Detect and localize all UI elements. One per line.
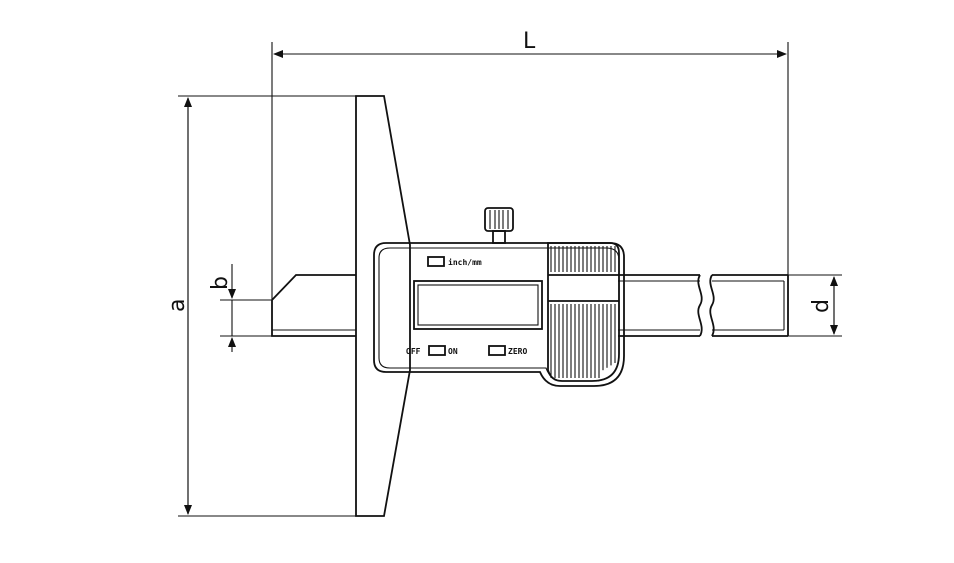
rule-thickness-label: d bbox=[809, 299, 834, 313]
zero-label: ZERO bbox=[508, 347, 527, 356]
dimension-height: a bbox=[165, 95, 356, 517]
knurled-grip bbox=[547, 242, 620, 382]
length-label: L bbox=[523, 29, 536, 54]
dimension-length: L bbox=[271, 29, 789, 300]
dimension-rule-thickness: d bbox=[788, 274, 842, 337]
base-body bbox=[355, 95, 411, 517]
off-label: OFF bbox=[406, 347, 421, 356]
on-label: ON bbox=[448, 347, 458, 356]
unit-button[interactable]: inch/mm bbox=[427, 256, 482, 267]
beam bbox=[271, 274, 789, 337]
dimension-base-thickness: b bbox=[208, 264, 272, 352]
base-thickness-label: b bbox=[208, 276, 233, 290]
break-symbol bbox=[697, 274, 715, 337]
height-label: a bbox=[165, 299, 190, 312]
lock-screw[interactable] bbox=[484, 207, 514, 244]
power-button[interactable]: OFF ON bbox=[406, 345, 458, 356]
unit-button-label: inch/mm bbox=[448, 257, 482, 267]
zero-button[interactable]: ZERO bbox=[488, 345, 527, 356]
lcd-display bbox=[413, 280, 543, 330]
